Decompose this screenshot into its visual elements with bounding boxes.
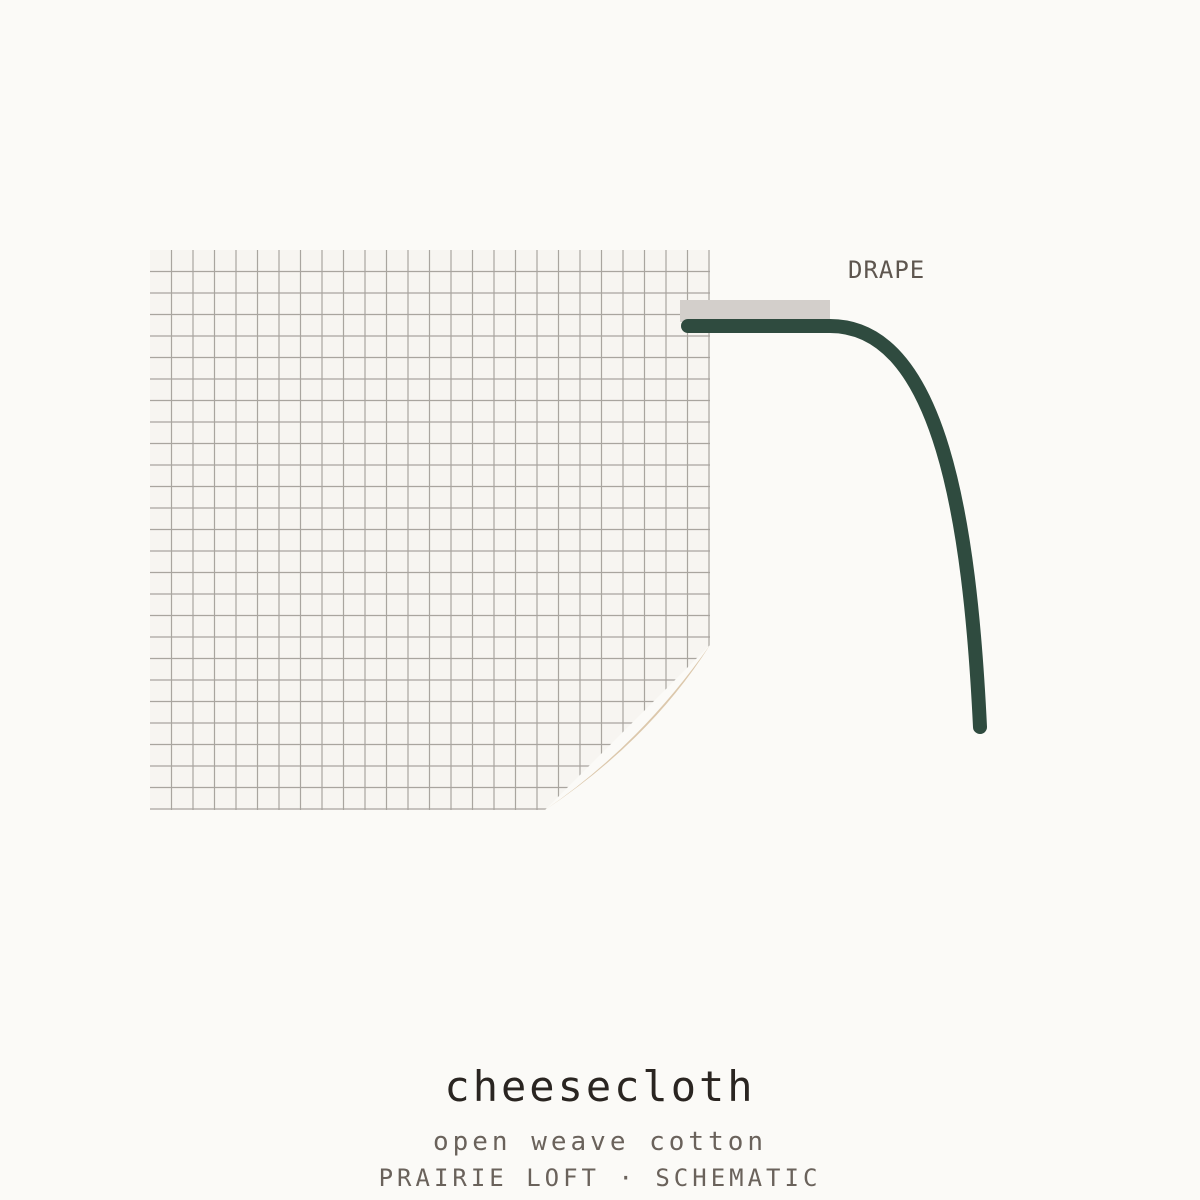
drape-curve: [681, 319, 987, 734]
clip-bar: [680, 300, 830, 322]
drape-label: DRAPE: [848, 256, 926, 284]
schematic-tagline: PRAIRIE LOFT · SCHEMATIC: [378, 1164, 822, 1192]
weave-grid: [150, 250, 710, 810]
material-subtitle: open weave cotton: [432, 1127, 768, 1157]
material-title: cheesecloth: [444, 1062, 756, 1111]
